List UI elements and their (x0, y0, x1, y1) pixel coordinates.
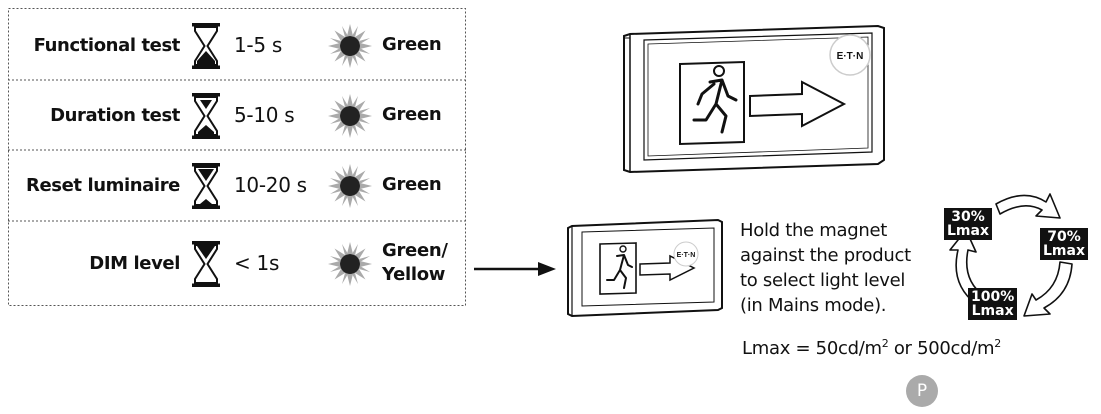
level-100-unit: Lmax (971, 303, 1014, 319)
level-70-unit: Lmax (1043, 243, 1085, 259)
table-border (8, 8, 466, 306)
superscript: 2 (881, 337, 889, 350)
duration-value: 10-20 s (234, 173, 307, 197)
lmax-formula-middle: or 500cd/m (888, 338, 995, 359)
table-row-duration-test: Duration test 5-10 s Green (8, 80, 466, 150)
level-100-pct: 100% (971, 289, 1015, 305)
instruction-line: Hold the magnet (740, 220, 887, 241)
pointer-arrow (474, 262, 556, 276)
instruction-line: to select light level (740, 270, 906, 291)
light-burst-icon (328, 164, 372, 208)
indicator-color: Green/ Yellow (382, 222, 464, 304)
indicator-color: Green (382, 104, 442, 125)
test-name: DIM level (89, 252, 180, 274)
duration-value: < 1s (234, 251, 280, 275)
table-row-functional-test: Functional test 1-5 s Green (8, 10, 466, 80)
instruction-line: (in Mains mode). (740, 295, 887, 316)
indicator-color-line2: Yellow (382, 264, 446, 285)
test-mode-table: Functional test 1-5 s Green Duration (8, 8, 466, 306)
test-name: Reset luminaire (26, 174, 180, 196)
indicator-color: Green (382, 34, 442, 55)
hourglass-icon (192, 163, 220, 209)
light-level-cycle: 30% Lmax 70% Lmax 100% Lmax (940, 186, 1092, 328)
level-30: 30% Lmax (944, 208, 992, 240)
page-badge: P (906, 375, 938, 407)
light-burst-icon (328, 94, 372, 138)
superscript: 2 (994, 337, 1001, 350)
indicator-color: Green (382, 174, 442, 195)
hourglass-icon (192, 93, 220, 139)
lmax-formula: Lmax = 50cd/m2 or 500cd/m2 (742, 337, 1001, 359)
light-burst-icon (328, 242, 372, 286)
magnet-instruction: Hold the magnet against the product to s… (740, 218, 940, 318)
level-70-pct: 70% (1047, 229, 1081, 245)
hourglass-icon (192, 241, 220, 287)
eaton-logo-small: E·T·N (677, 252, 696, 259)
indicator-color-line1: Green/ (382, 240, 448, 261)
exit-sign-large: E·T·N (623, 24, 885, 174)
hourglass-icon (192, 23, 220, 69)
test-name: Duration test (50, 104, 180, 126)
level-30-pct: 30% (951, 209, 985, 225)
duration-value: 5-10 s (234, 103, 295, 127)
test-name: Functional test (33, 34, 181, 56)
eaton-logo: E·T·N (837, 51, 864, 62)
level-30-unit: Lmax (947, 223, 989, 239)
instruction-line: against the product (740, 245, 911, 266)
duration-value: 1-5 s (234, 33, 282, 57)
cycle-arrows-icon (949, 193, 1073, 317)
level-70: 70% Lmax (1040, 228, 1088, 260)
table-row-reset-luminaire: Reset luminaire 10-20 s Green (8, 150, 466, 220)
level-100: 100% Lmax (968, 288, 1018, 320)
light-burst-icon (328, 24, 372, 68)
lmax-formula-prefix: Lmax = 50cd/m (742, 338, 882, 359)
exit-sign-small: E·T·N (567, 218, 723, 318)
table-row-dim-level: DIM level < 1s Green/ Yellow (8, 222, 466, 304)
